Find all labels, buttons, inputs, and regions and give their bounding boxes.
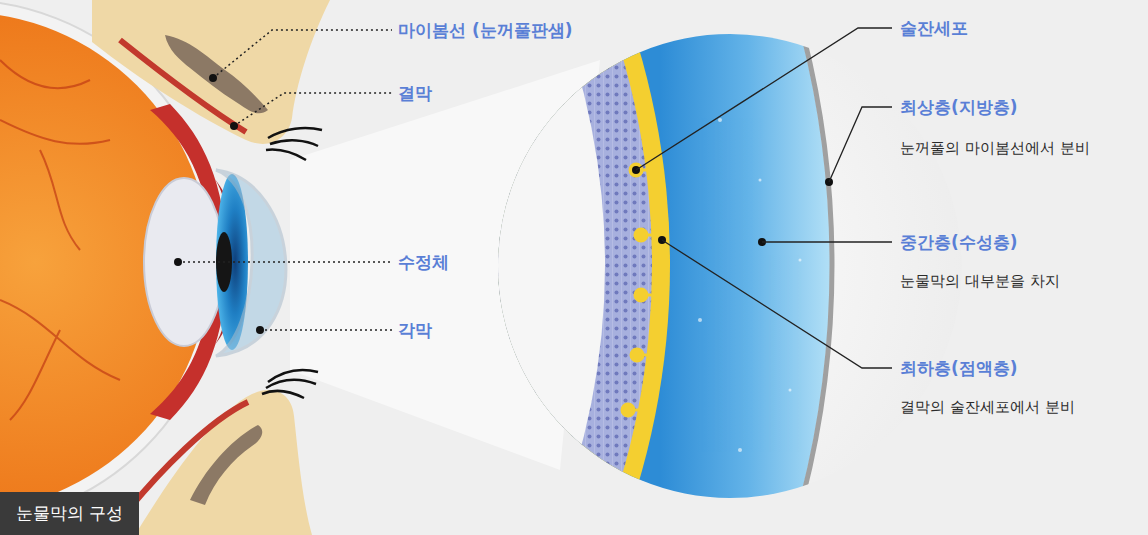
leader-lines-right	[636, 28, 892, 368]
part-label: 각막	[398, 319, 432, 341]
leader-lines-left	[178, 30, 392, 330]
layer-label: 최상층(지방층)	[900, 96, 1018, 118]
layer-note: 눈꺼풀의 마이봄선에서 분비	[900, 137, 1090, 159]
lower-eyelid	[120, 370, 318, 535]
leader-dots	[174, 74, 833, 334]
part-label: 수정체	[398, 251, 449, 273]
layer-label: 술잔세포	[900, 17, 968, 39]
layer-label: 중간층(수성층)	[900, 231, 1018, 253]
upper-eyelid	[92, 0, 330, 160]
cornea	[216, 170, 286, 356]
part-label: 결막	[398, 82, 432, 104]
caption-tag: 눈물막의 구성	[0, 492, 139, 535]
layer-label: 최하층(점액층)	[900, 357, 1018, 379]
goblet-cells	[622, 164, 653, 416]
magnified-tear-film	[0, 0, 962, 535]
layer-note: 눈물막의 대부분을 차지	[900, 270, 1060, 292]
part-label: 마이봄선 (눈꺼풀판샘)	[398, 19, 572, 41]
layer-note: 결막의 술잔세포에서 분비	[900, 396, 1075, 418]
